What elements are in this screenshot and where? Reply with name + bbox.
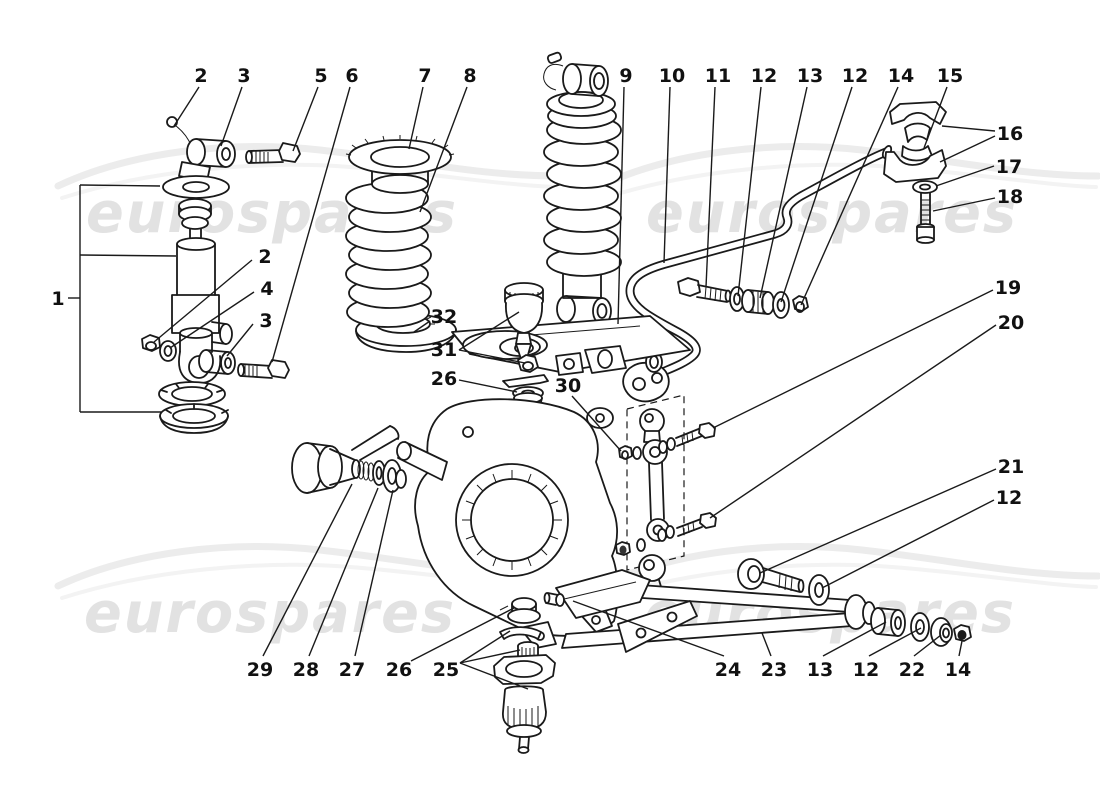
part-callout-25: 25 [433,659,459,681]
leader-line-23 [761,632,772,657]
part-callout-14: 14 [945,659,971,681]
parts-layer [141,51,972,754]
shock-absorber-exploded-view [141,116,301,434]
leader-line-20 [709,324,997,519]
leader-line-29 [262,483,353,657]
leader-line-12 [868,627,922,657]
part-callout-26: 26 [386,659,412,681]
leader-line-8 [419,86,468,213]
leader-line-7 [408,86,424,150]
leader-line-32 [413,320,431,333]
part-callout-18: 18 [997,186,1023,208]
bar-clamp-assembly [883,101,947,244]
leader-line-25 [459,662,529,690]
part-callout-31: 31 [431,339,457,361]
leader-line-13 [822,621,887,657]
part-callout-2: 2 [194,65,207,87]
leader-line-31 [458,311,520,351]
part-callout-4: 4 [260,278,273,300]
leader-line-14 [958,640,963,657]
part-callout-22: 22 [899,659,925,681]
part-callout-17: 17 [996,156,1022,178]
leader-line-6 [271,86,351,363]
part-callout-16: 16 [997,123,1023,145]
part-callout-24: 24 [715,659,741,681]
leader-line-22 [913,634,942,657]
leader-line-2 [173,86,200,127]
leader-line-17 [935,165,995,187]
part-callout-8: 8 [463,65,476,87]
leader-line-9 [617,86,625,325]
leader-line-10 [663,86,671,264]
leader-line-30 [571,395,622,452]
part-callout-5: 5 [314,65,327,87]
part-callout-28: 28 [293,659,319,681]
part-callout-1: 1 [51,288,64,310]
watermark-text: eurospares [84,581,456,646]
leader-line-12 [780,86,853,303]
part-callout-12: 12 [996,487,1022,509]
part-callout-12: 12 [751,65,777,87]
part-callout-14: 14 [888,65,914,87]
leader-line-1 [79,184,161,187]
leader-line-2 [153,259,253,343]
part-callout-3: 3 [259,310,272,332]
track-rod-end [291,425,407,494]
leader-line-31 [458,349,526,364]
part-callout-2: 2 [258,246,271,268]
part-callout-19: 19 [995,277,1021,299]
part-callout-6: 6 [345,65,358,87]
part-callout-29: 29 [247,659,273,681]
leader-line-16 [941,125,996,132]
lower-ball-joint [493,597,556,754]
part-callout-12: 12 [842,65,868,87]
part-callout-7: 7 [418,65,431,87]
part-callout-23: 23 [761,659,787,681]
leader-line-18 [932,197,996,212]
leader-line-28 [308,487,379,657]
part-callout-11: 11 [705,65,731,87]
leader-line-19 [712,289,994,429]
leader-line-5 [292,86,319,152]
part-callout-10: 10 [659,65,685,87]
part-callout-12: 12 [853,659,879,681]
part-callout-13: 13 [807,659,833,681]
leader-line-1 [79,254,177,257]
bar-mount-bolt-set [677,277,809,319]
part-callout-15: 15 [937,65,963,87]
part-callout-3: 3 [237,65,250,87]
leader-line-21 [759,468,997,574]
leader-line-27 [354,489,394,657]
shock-absorber-assembly [543,51,622,325]
leader-line-25 [459,649,521,664]
leader-line-24 [572,600,725,657]
part-callout-26: 26 [431,368,457,390]
leader-line-16 [939,135,996,163]
part-callout-30: 30 [555,375,581,397]
leader-line-25 [459,630,511,664]
leader-line-3 [220,86,243,147]
part-callout-21: 21 [998,456,1024,478]
leader-line-26 [410,607,515,662]
part-callout-20: 20 [998,312,1024,334]
leader-line-3 [226,323,254,357]
coil-spring-group [345,135,457,353]
leader-line-14 [800,86,899,306]
part-callout-13: 13 [797,65,823,87]
leader-line-26 [458,379,518,393]
leader-line-15 [923,86,948,149]
leader-line-11 [705,86,716,288]
stabilizer-drop-link [615,394,717,591]
leader-line-12 [821,499,995,589]
leader-line-12 [737,86,762,297]
leader-line-4 [169,291,255,349]
leader-line-13 [759,86,808,299]
part-callout-32: 32 [431,306,457,328]
part-callout-27: 27 [339,659,365,681]
part-callout-9: 9 [619,65,632,87]
